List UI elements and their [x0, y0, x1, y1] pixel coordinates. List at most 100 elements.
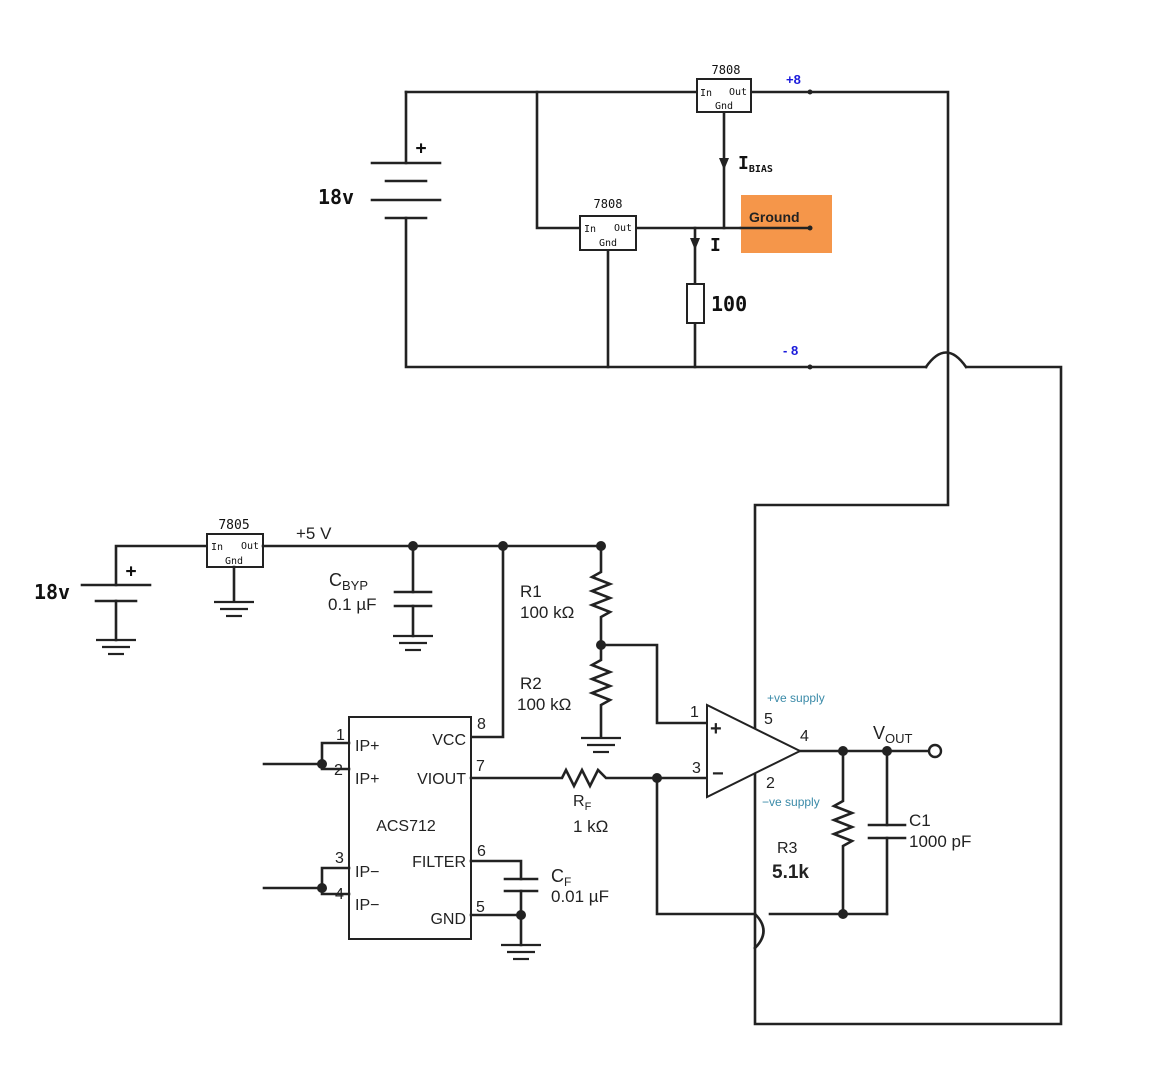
plus5-label: +5 V: [296, 524, 332, 543]
ibias-arrow: [719, 158, 729, 170]
resistor-100: [686, 283, 705, 324]
ground-symbol-battery: [96, 638, 136, 656]
reg-upper-out: Out: [729, 87, 747, 98]
pin-4-num: 4: [335, 886, 344, 903]
c1-name: C1: [909, 811, 931, 830]
battery-top-voltage: 18v: [318, 185, 354, 209]
r1-name: R1: [520, 582, 542, 601]
feedback-lower-wire: [655, 776, 757, 916]
current-arrow: [690, 238, 700, 250]
wire-crossover-hop: [924, 351, 968, 369]
minus8-terminal: [807, 364, 813, 370]
ground-symbol-7805: [214, 600, 254, 618]
vneg-note: −ve supply: [762, 795, 820, 809]
acs712-chip: [348, 716, 472, 940]
ip-minus-pins: [262, 866, 351, 896]
pin-6-label: FILTER: [412, 854, 466, 871]
pin-3-label: IP−: [355, 864, 379, 881]
regulator-7805: 7805 In Out Gnd: [206, 518, 264, 568]
opamp-plus: +: [710, 718, 722, 740]
reg-7805-out: Out: [241, 541, 259, 552]
ground-symbol-cbyp: [393, 634, 433, 652]
vout-label: VOUT: [873, 723, 913, 746]
vpos-note: +ve supply: [767, 691, 825, 705]
gnd-wire: [469, 913, 523, 947]
rf-value: 1 kΩ: [573, 817, 608, 836]
ground-label: Ground: [749, 209, 800, 225]
reg-7805-name: 7805: [218, 518, 249, 533]
reg-lower-out: Out: [614, 223, 632, 234]
pin-5-num: 5: [476, 899, 485, 916]
rf-label: RF: [573, 793, 592, 813]
minus8-label: - 8: [783, 343, 798, 358]
r2-value: 100 kΩ: [517, 695, 571, 714]
reg-lower-name: 7808: [594, 197, 623, 211]
reg-upper-in: In: [700, 88, 712, 99]
r3-value: 5.1k: [772, 862, 809, 883]
reg-lower-in: In: [584, 224, 596, 235]
battery-bottom-voltage: 18v: [34, 580, 70, 604]
ground-symbol-r2: [581, 736, 621, 754]
current-label: I: [710, 235, 721, 256]
battery-bottom-wire: [114, 544, 209, 587]
battery-bottom-plus: +: [126, 561, 137, 582]
resistor-100-label: 100: [711, 292, 747, 316]
bottom-sensor-circuit: + 18v 7805 In Out Gnd +5 V: [34, 518, 971, 961]
pin-1-label: IP+: [355, 738, 379, 755]
pin-2-num: 2: [334, 762, 343, 779]
battery-top: [370, 161, 442, 220]
opamp-triangle: [706, 703, 803, 799]
r3-resistor: [830, 749, 856, 916]
regulator-7808-lower: 7808 In Out Gnd: [579, 197, 637, 251]
opamp-minus: −: [712, 763, 724, 785]
reg-upper-name: 7808: [712, 63, 741, 77]
opamp-pin-4: 4: [800, 728, 809, 745]
ground-terminal: [807, 225, 813, 231]
acs712-name: ACS712: [376, 818, 436, 835]
noninv-input-wire: [599, 643, 709, 725]
lower-reg-input-wire: [535, 90, 582, 230]
r3-name: R3: [777, 840, 798, 857]
reg-7805-gnd: Gnd: [225, 556, 243, 567]
battery-loop-wire: [404, 90, 928, 369]
vout-terminal: [927, 743, 943, 759]
rf-resistor-wire: [469, 767, 709, 789]
pin-1-num: 1: [336, 727, 345, 744]
cbyp-label: CBYP: [329, 570, 368, 593]
pin-6-num: 6: [477, 843, 486, 860]
ibias-label: IBIAS: [738, 153, 773, 175]
crossover-hop-lower: [753, 912, 765, 950]
pin-3-num: 3: [335, 850, 344, 867]
reg-upper-gnd: Gnd: [715, 101, 733, 112]
opamp-pin-1: 1: [690, 704, 699, 721]
r1-r2-divider: [588, 544, 614, 739]
cf-label: CF: [551, 866, 571, 889]
regulator-7808-upper: 7808 In Out Gnd: [696, 63, 752, 113]
c1-value: 1000 pF: [909, 832, 971, 851]
vcc-wire: [469, 544, 505, 739]
ground-symbol-acs: [501, 943, 541, 961]
r1-value: 100 kΩ: [520, 603, 574, 622]
top-supply-circuit: + 18v 7808 In Out Gnd 7808 In Out Gnd IB…: [318, 63, 1063, 1026]
battery-top-plus: +: [416, 138, 427, 159]
plus8-terminal: [807, 89, 813, 95]
reg-lower-gnd: Gnd: [599, 238, 617, 249]
cf-value: 0.01 µF: [551, 887, 609, 906]
ip-plus-pins: [262, 741, 351, 771]
pin-7-label: VIOUT: [417, 771, 466, 788]
ground-highlight: [741, 195, 832, 253]
r2-name: R2: [520, 674, 542, 693]
opamp-pin-3: 3: [692, 760, 701, 777]
reg-7805-in: In: [211, 542, 223, 553]
pin-8-label: VCC: [432, 732, 466, 749]
opamp-pin-2: 2: [766, 775, 775, 792]
pin-8-num: 8: [477, 716, 486, 733]
pin-2-label: IP+: [355, 771, 379, 788]
cbyp-value: 0.1 µF: [328, 595, 377, 614]
plus8-label: +8: [786, 72, 801, 87]
pin-7-num: 7: [476, 758, 485, 775]
opamp-pin-5: 5: [764, 711, 773, 728]
pin-4-label: IP−: [355, 897, 379, 914]
pin-5-label: GND: [430, 911, 466, 928]
